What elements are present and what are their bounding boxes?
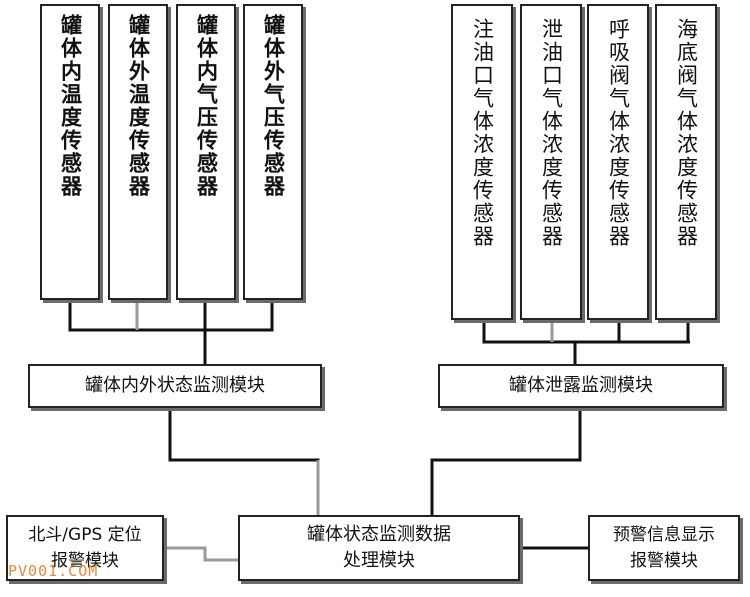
- module-label: 罐体内外状态监测模块: [85, 375, 265, 396]
- module-tank-status-monitor: 罐体内外状态监测模块: [28, 364, 322, 408]
- module-label-line2: 报警模块: [50, 551, 119, 571]
- sensor-label: 罐体外温度传感器: [126, 14, 151, 198]
- sensor-label: 罐体内温度传感器: [58, 14, 83, 198]
- module-label-line1: 北斗/GPS 定位: [28, 525, 142, 545]
- sensor-label: 罐体内气压传感器: [194, 14, 219, 198]
- sensor-tank-outer-pressure: 罐体外气压传感器: [243, 4, 303, 300]
- module-label-line2: 处理模块: [343, 550, 415, 571]
- module-beidou-gps-alarm: 北斗/GPS 定位 报警模块: [6, 515, 164, 581]
- watermark: PV001.COM: [8, 562, 99, 580]
- sensor-drain-port-gas: 泄油口气体浓度传感器: [520, 4, 582, 320]
- sensor-label: 海底阀气体浓度传感器: [674, 18, 699, 248]
- module-data-processing: 罐体状态监测数据 处理模块: [238, 515, 520, 581]
- module-label-line1: 预警信息显示: [613, 525, 715, 545]
- module-label-line1: 罐体状态监测数据: [307, 524, 451, 545]
- sensor-label: 泄油口气体浓度传感器: [539, 18, 564, 248]
- module-label-line2: 报警模块: [630, 551, 698, 571]
- module-label: 罐体泄露监测模块: [509, 375, 653, 396]
- sensor-fill-port-gas: 注油口气体浓度传感器: [451, 4, 513, 320]
- wire-sensor-4: [170, 300, 274, 332]
- sensor-label: 呼吸阀气体浓度传感器: [606, 18, 631, 248]
- sensor-tank-outer-temperature: 罐体外温度传感器: [108, 4, 168, 300]
- sensor-label: 注油口气体浓度传感器: [470, 18, 495, 248]
- wire-right-module-to-processing: [430, 408, 582, 515]
- sensor-label: 罐体外气压传感器: [261, 14, 286, 198]
- sensor-tank-inner-pressure: 罐体内气压传感器: [176, 4, 236, 300]
- sensor-breather-valve-gas: 呼吸阀气体浓度传感器: [587, 4, 649, 320]
- wire-sensor-1: [68, 300, 170, 332]
- wire-left-module-to-processing: [168, 408, 320, 515]
- module-tank-leak-monitor: 罐体泄露监测模块: [438, 364, 724, 408]
- sensor-tank-inner-temperature: 罐体内温度传感器: [40, 4, 100, 300]
- module-warning-display-alarm: 预警信息显示 报警模块: [588, 515, 740, 581]
- sensor-bottom-valve-gas: 海底阀气体浓度传感器: [655, 4, 717, 320]
- wire-sensor-5: [482, 320, 690, 344]
- wire-gps: [164, 546, 238, 562]
